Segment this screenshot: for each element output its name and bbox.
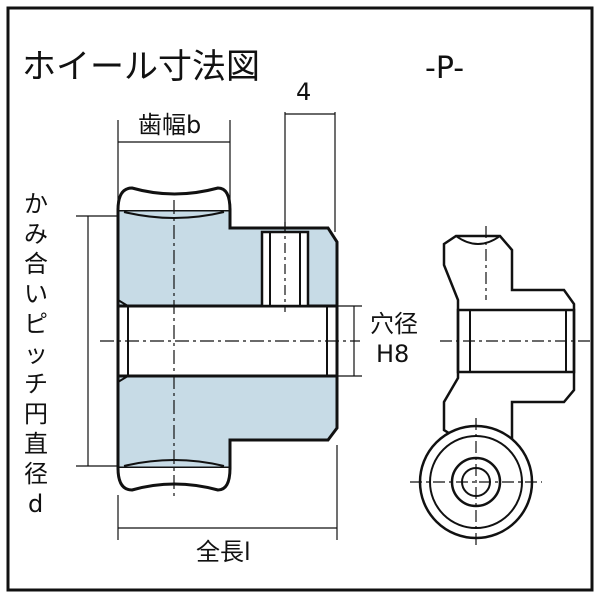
pitch-diameter-label: かみ合い ピッチ 円直径 d bbox=[24, 190, 56, 518]
pitch-label-line-1: かみ合い ピッチ 円直径 d bbox=[24, 190, 56, 518]
outline-body bbox=[442, 234, 576, 442]
outline-side-view bbox=[440, 226, 590, 442]
top-tooth-throat bbox=[116, 186, 232, 211]
drawing-frame bbox=[6, 6, 594, 592]
bore-label-line-2: H8 bbox=[376, 340, 409, 368]
drawing-title: ホイール寸法図 bbox=[22, 47, 260, 87]
total-length-label: 全長l bbox=[196, 538, 251, 566]
bore-label-line-1: 穴径 bbox=[370, 310, 418, 338]
face-width-label: 歯幅b bbox=[138, 111, 201, 139]
dimension-lines: 歯幅b 4 bbox=[76, 78, 362, 540]
main-side-view bbox=[100, 186, 360, 500]
four-label: 4 bbox=[296, 78, 311, 106]
top-tooth-line bbox=[123, 211, 225, 219]
type-label: -P- bbox=[425, 51, 464, 86]
front-circle-view bbox=[410, 418, 542, 548]
